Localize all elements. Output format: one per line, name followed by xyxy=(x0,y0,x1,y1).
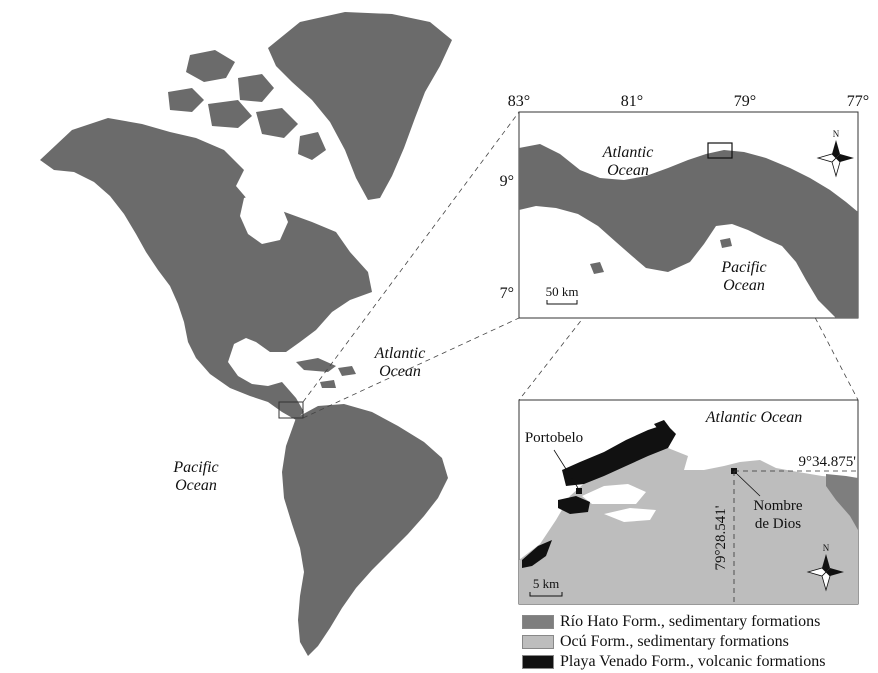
lat-tick-9: 9° xyxy=(500,173,514,190)
americas-map: Atlantic Ocean Pacific Ocean xyxy=(40,12,452,656)
portobelo-label: Portobelo xyxy=(525,430,583,446)
panama-scale-label: 50 km xyxy=(546,284,579,299)
legend-item-ocu: Ocú Form., sedimentary formations xyxy=(522,632,872,652)
lat-tick-7: 7° xyxy=(500,285,514,302)
portobelo-marker xyxy=(576,488,582,494)
detail-scale-label: 5 km xyxy=(533,576,559,591)
panama-scale-bar xyxy=(546,300,578,305)
legend-item-playa-venado: Playa Venado Form., volcanic formations xyxy=(522,652,872,672)
legend-label-rio-hato: Río Hato Form., sedimentary formations xyxy=(560,613,821,630)
detail-map: Atlantic Ocean Portobelo Nombre de Dios … xyxy=(518,399,859,605)
panama-map: 83° 81° 79° 77° 9° 7° Atlantic Ocean Pac… xyxy=(500,93,869,319)
panama-north-label: N xyxy=(833,129,840,139)
legend-swatch-rio-hato xyxy=(522,615,554,629)
legend: Río Hato Form., sedimentary formations O… xyxy=(522,612,872,672)
hudson-bay xyxy=(240,192,288,244)
caribbean-islands xyxy=(296,358,356,388)
greenland-landmass xyxy=(268,12,452,200)
panama-pacific-line2: Ocean xyxy=(723,277,765,294)
detail-atlantic-label: Atlantic Ocean xyxy=(705,409,802,426)
arctic-islands xyxy=(168,50,326,160)
panama-north-arrow-icon xyxy=(816,140,854,178)
portobelo-leader xyxy=(553,449,579,489)
playa-venado-formation-area xyxy=(522,420,676,568)
legend-label-playa-venado: Playa Venado Form., volcanic formations xyxy=(560,653,826,670)
lon-tick-83: 83° xyxy=(508,93,530,110)
panama-landmass xyxy=(519,144,858,318)
detail-scale-bar xyxy=(529,592,563,597)
lon-tick-77: 77° xyxy=(847,93,869,110)
legend-swatch-ocu xyxy=(522,635,554,649)
lat-coordinate-label: 9°34.875' xyxy=(799,454,857,470)
overview-locator-box xyxy=(278,401,304,419)
lon-tick-79: 79° xyxy=(734,93,756,110)
atlantic-label-line1: Atlantic xyxy=(374,345,426,362)
detail-north-label: N xyxy=(823,543,830,553)
pacific-label-line1: Pacific xyxy=(172,459,218,476)
atlantic-label-line2: Ocean xyxy=(379,363,421,380)
legend-item-rio-hato: Río Hato Form., sedimentary formations xyxy=(522,612,872,632)
lon-tick-81: 81° xyxy=(621,93,643,110)
legend-swatch-playa-venado xyxy=(522,655,554,669)
legend-label-ocu: Ocú Form., sedimentary formations xyxy=(560,633,789,650)
lon-coordinate-label: 79°28.541' xyxy=(713,505,729,570)
panama-pacific-line1: Pacific xyxy=(720,259,766,276)
nombre-label-line1: Nombre xyxy=(753,498,802,514)
nombre-label-line2: de Dios xyxy=(755,516,801,532)
south-america-landmass xyxy=(282,404,448,656)
north-america-landmass xyxy=(40,118,372,420)
bay-inlet xyxy=(582,484,656,522)
panama-atlantic-line2: Ocean xyxy=(607,162,649,179)
panama-atlantic-line1: Atlantic xyxy=(602,144,654,161)
pacific-label-line2: Ocean xyxy=(175,477,217,494)
nombre-de-dios-leader xyxy=(736,473,761,497)
panama-locator-box xyxy=(707,142,733,159)
rio-hato-formation-area xyxy=(826,474,858,530)
detail-north-arrow-icon xyxy=(806,554,844,592)
